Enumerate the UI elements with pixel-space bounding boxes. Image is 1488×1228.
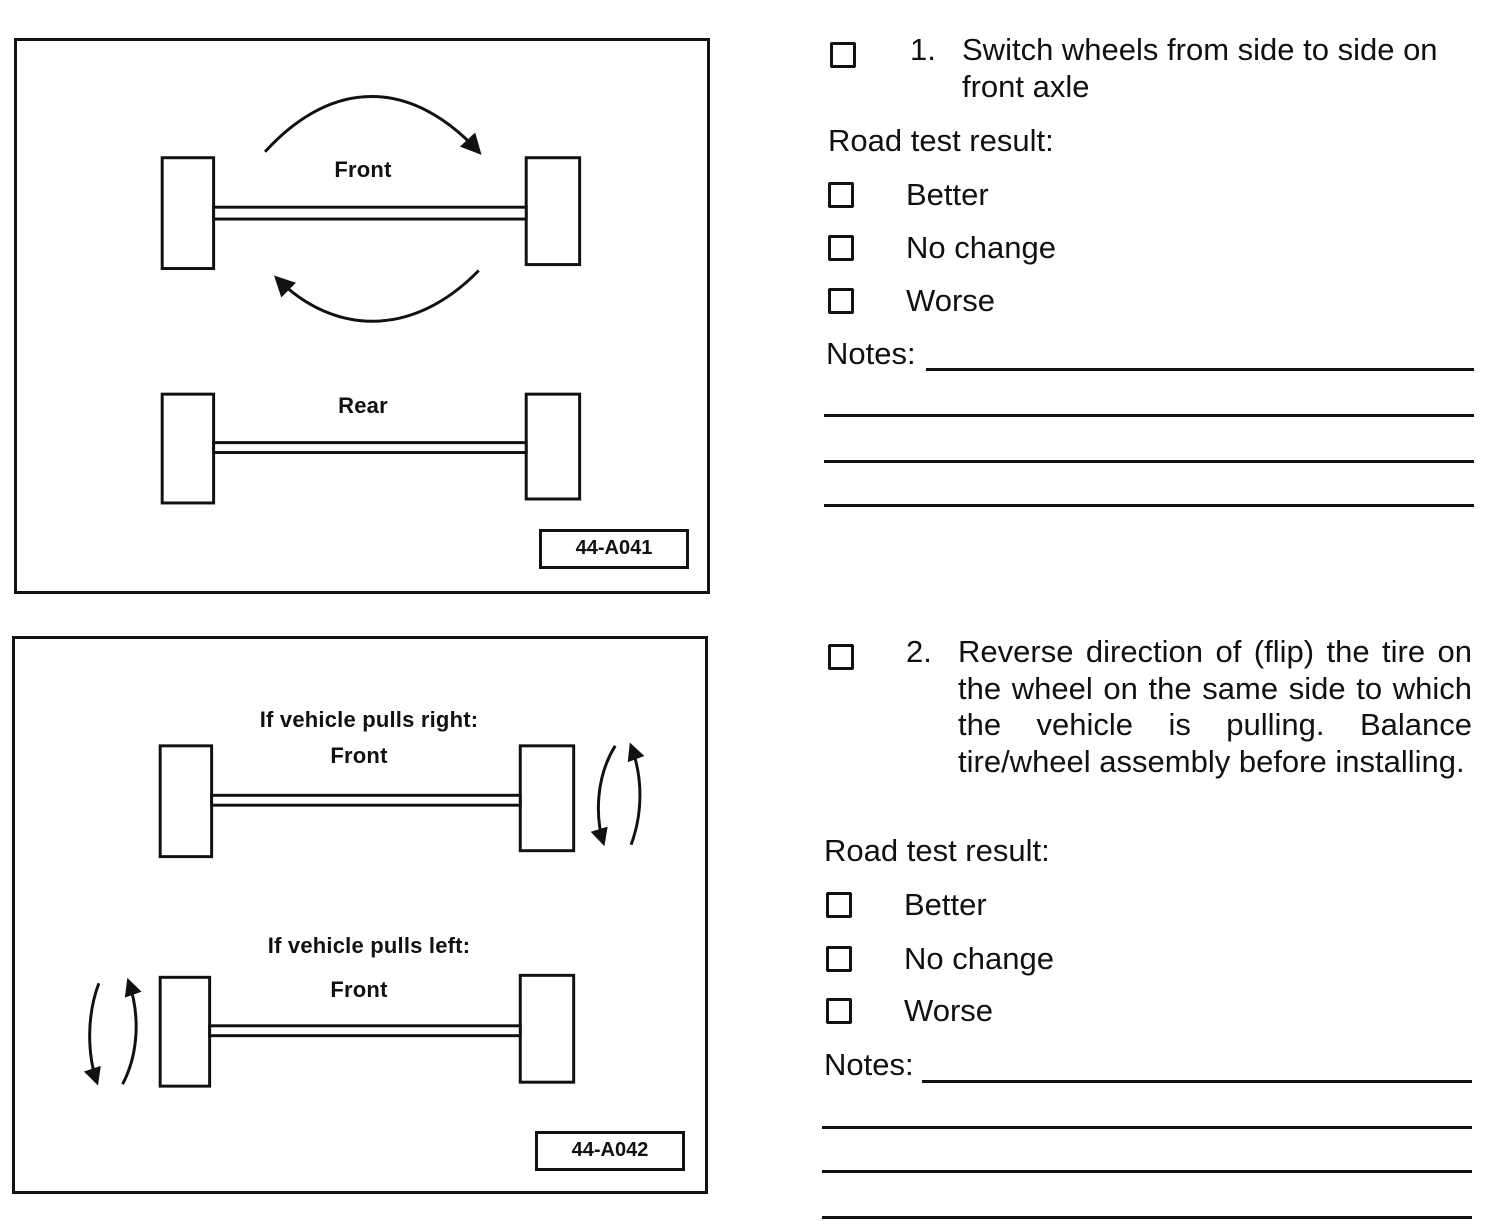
left-case-axle bbox=[208, 1024, 522, 1038]
step-number: 2. bbox=[906, 634, 932, 669]
road-test-result-label: Road test result: bbox=[824, 833, 1050, 868]
swap-arrow-bottom bbox=[273, 269, 480, 323]
notes-line-1[interactable] bbox=[926, 368, 1474, 371]
option-better[interactable]: Better bbox=[822, 888, 1222, 922]
pulls-left-heading: If vehicle pulls left: bbox=[267, 933, 471, 958]
notes-line-3[interactable] bbox=[824, 460, 1474, 463]
step-2-section: 2. Reverse direction of (flip) the tire … bbox=[822, 634, 1476, 1224]
figure-front-axle-swap: Front Rear 44-A041 bbox=[14, 38, 710, 594]
notes-line-4[interactable] bbox=[824, 504, 1474, 507]
better-checkbox[interactable] bbox=[826, 892, 852, 918]
step-1-checkbox[interactable] bbox=[830, 42, 856, 68]
option-label: Worse bbox=[906, 283, 996, 318]
option-worse[interactable]: Worse bbox=[824, 284, 1224, 318]
right-case-right-wheel bbox=[518, 744, 576, 853]
figure-caption: 44-A042 bbox=[535, 1131, 685, 1171]
notes-label: Notes: bbox=[826, 336, 916, 371]
pulls-right-heading: If vehicle pulls right: bbox=[259, 707, 479, 732]
notes-line-2[interactable] bbox=[822, 1126, 1472, 1129]
option-label: No change bbox=[906, 230, 1056, 265]
worse-checkbox[interactable] bbox=[826, 998, 852, 1024]
front-axle-swap-diagram bbox=[160, 95, 582, 505]
notes-line-3[interactable] bbox=[822, 1170, 1472, 1173]
right-case-left-wheel bbox=[158, 744, 214, 859]
rear-right-wheel bbox=[524, 392, 582, 501]
step-1: 1. Switch wheels from side to side on fr… bbox=[824, 32, 1478, 112]
left-case-left-wheel bbox=[158, 975, 212, 1088]
step-text: Switch wheels from side to side on front… bbox=[962, 32, 1438, 104]
tire-flip-diagram bbox=[83, 742, 645, 1088]
front-axle bbox=[212, 205, 528, 221]
pulls-right-front-label: Front bbox=[330, 743, 388, 768]
rear-axle bbox=[212, 441, 528, 454]
option-label: Worse bbox=[904, 993, 994, 1028]
figure-caption: 44-A041 bbox=[539, 529, 689, 569]
rear-left-wheel bbox=[160, 392, 216, 505]
notes-line-4[interactable] bbox=[822, 1216, 1472, 1219]
notes-line-2[interactable] bbox=[824, 414, 1474, 417]
step-1-section: 1. Switch wheels from side to side on fr… bbox=[824, 32, 1478, 532]
pulls-left-front-label: Front bbox=[330, 977, 388, 1002]
flip-arrow-right-up bbox=[627, 742, 645, 846]
option-no-change[interactable]: No change bbox=[824, 231, 1224, 265]
step-2-checkbox[interactable] bbox=[828, 644, 854, 670]
worse-checkbox[interactable] bbox=[828, 288, 854, 314]
option-no-change[interactable]: No change bbox=[822, 942, 1222, 976]
option-worse[interactable]: Worse bbox=[822, 994, 1222, 1028]
swap-arrow-top bbox=[263, 95, 482, 155]
option-label: Better bbox=[906, 177, 989, 212]
better-checkbox[interactable] bbox=[828, 182, 854, 208]
left-case-right-wheel bbox=[518, 973, 576, 1084]
no-change-checkbox[interactable] bbox=[826, 946, 852, 972]
step-text: Reverse direction of (flip) the tire on … bbox=[958, 634, 1472, 779]
road-test-result-label: Road test result: bbox=[828, 123, 1054, 158]
option-label: Better bbox=[904, 887, 987, 922]
option-better[interactable]: Better bbox=[824, 178, 1224, 212]
option-label: No change bbox=[904, 941, 1054, 976]
step-2: 2. Reverse direction of (flip) the tire … bbox=[822, 634, 1476, 818]
front-left-wheel bbox=[160, 156, 216, 271]
no-change-checkbox[interactable] bbox=[828, 235, 854, 261]
notes-label: Notes: bbox=[824, 1047, 914, 1082]
figure-tire-flip: If vehicle pulls right: Front If vehicle… bbox=[12, 636, 708, 1194]
right-case-axle bbox=[210, 793, 522, 807]
front-right-wheel bbox=[524, 156, 582, 267]
flip-arrow-left-up bbox=[121, 977, 142, 1085]
flip-arrow-right-down bbox=[590, 745, 617, 847]
notes-line-1[interactable] bbox=[922, 1080, 1472, 1083]
rear-label: Rear bbox=[338, 393, 388, 418]
step-number: 1. bbox=[910, 32, 936, 67]
front-label: Front bbox=[334, 157, 392, 182]
flip-arrow-left-down bbox=[83, 982, 101, 1086]
